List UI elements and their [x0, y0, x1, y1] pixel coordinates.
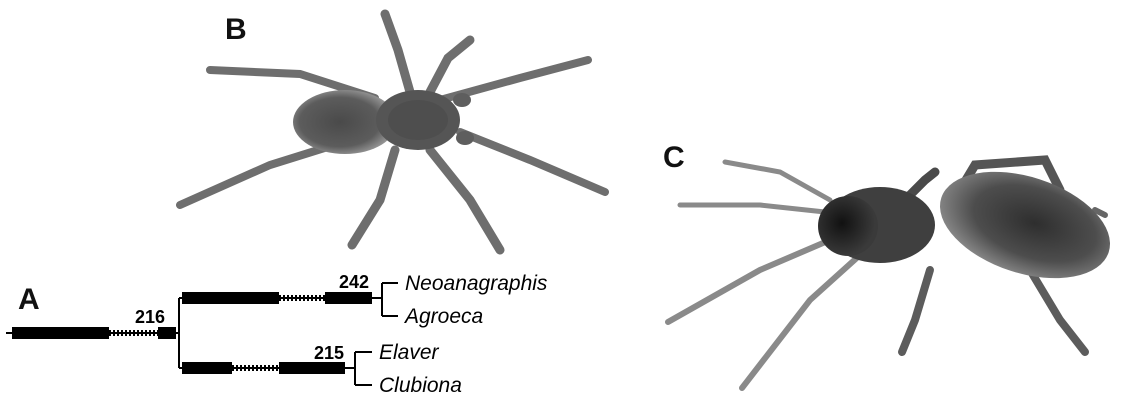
tree-upper-bar-2 — [325, 292, 372, 304]
panel-label-c: C — [663, 141, 685, 174]
tree-root-bar — [12, 327, 109, 339]
tree-lower-bar-1 — [182, 362, 232, 374]
taxon-label: Agroeca — [403, 305, 483, 328]
spider-b-photo — [180, 14, 605, 250]
tree-lower-bar-2 — [279, 362, 345, 374]
panel-label-b: B — [225, 13, 247, 46]
spider-c-photo — [668, 152, 1124, 388]
panel-label-a: A — [18, 283, 40, 316]
taxon-label: Neoanagraphis — [405, 272, 548, 295]
node-label-lower: 215 — [314, 343, 344, 363]
taxon-label: Clubiona — [379, 374, 462, 396]
node-label-upper: 242 — [339, 272, 369, 292]
taxon-label: Elaver — [379, 341, 440, 364]
phylogenetic-tree — [6, 283, 398, 385]
node-label-root: 216 — [135, 307, 165, 327]
tree-upper-bar-1 — [182, 292, 279, 304]
